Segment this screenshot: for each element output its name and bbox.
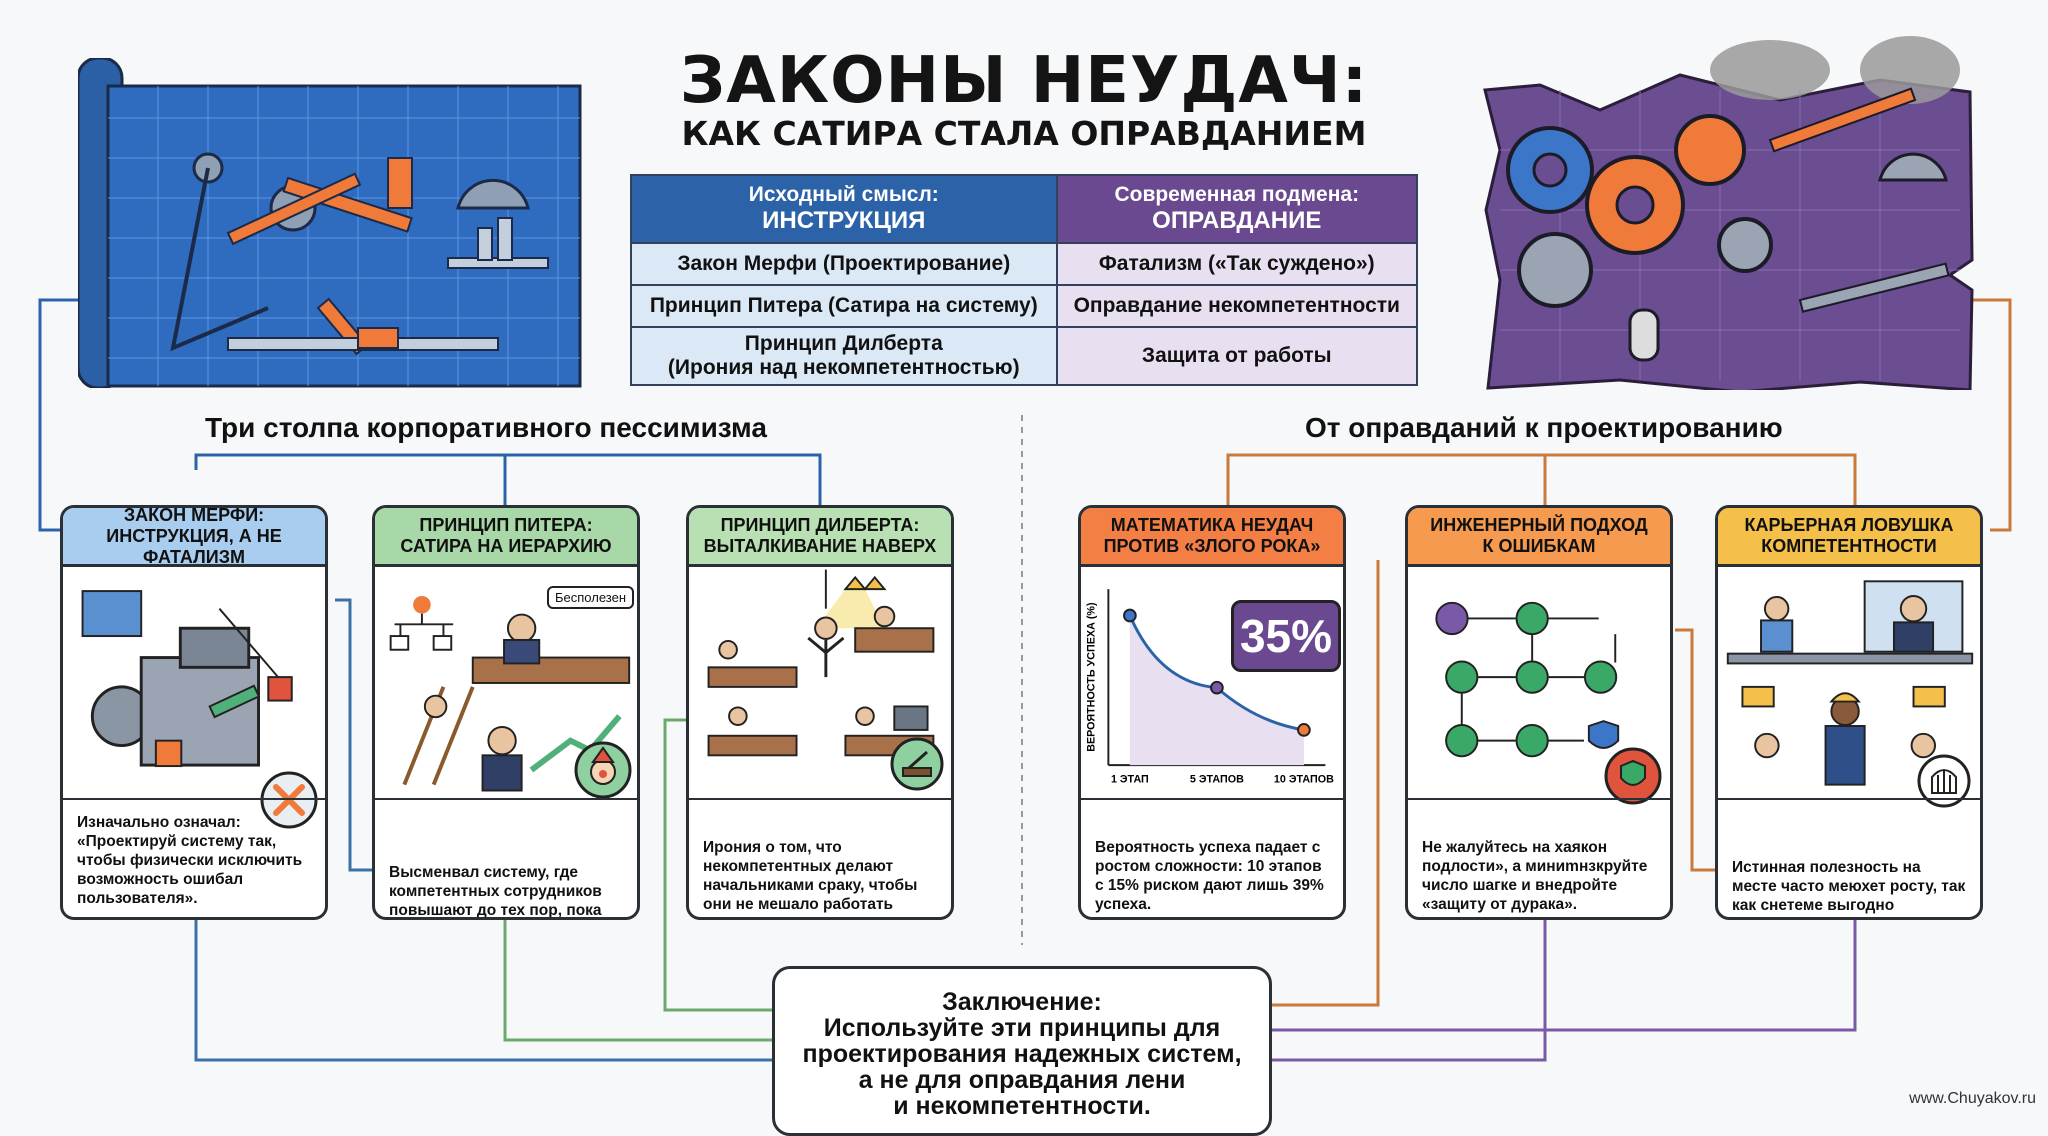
conclusion-text: и некомпетентности.: [893, 1092, 1151, 1120]
card-text: Истинная полезность на месте часто меюхе…: [1732, 859, 1966, 917]
hierarchy-illustration: [389, 595, 631, 792]
card-text: Не жалуйтесь на хаякон подлости», а мини…: [1422, 839, 1648, 913]
card-text: Высменвал систему, где компетентных сотр…: [389, 864, 602, 919]
card-text: Вероятность успеха падает с ростом сложн…: [1095, 839, 1324, 913]
shield-check-icon: [1604, 747, 1662, 805]
page-title: ЗАКОНЫ НЕУДАЧ:: [679, 44, 1369, 118]
success-probability-chart: ВЕРОЯТНОСТЬ УСПЕХА (%) 1 ЭТАП 5 ЭТАПОВ 10 …: [1086, 589, 1334, 786]
conclusion-heading: Заключение:: [942, 988, 1102, 1016]
card-divider: [1081, 798, 1343, 800]
table-cell: Принцип Дилберта(Ирония над некомпетентн…: [630, 326, 1058, 386]
table-cell: Оправдание некомпетентности: [1055, 284, 1419, 328]
clown-icon: [574, 741, 632, 799]
birdcage-icon: [1917, 754, 1971, 808]
chart-point: [1210, 680, 1224, 695]
card-peter: ПРИНЦИП ПИТЕРА:САТИРА НА ИЕРАРХИЮ Беспол…: [372, 505, 640, 920]
card-murphy: ЗАКОН МЕРФИ:ИНСТРУКЦИЯ, А НЕ ФАТАЛИЗМ Из…: [60, 505, 328, 920]
chart-x-tick-label: 10 ЭТАПОВ: [1274, 774, 1334, 786]
card-divider: [63, 798, 325, 800]
speech-bubble: Бесполезен: [547, 586, 634, 609]
table-cell: Принцип Питера (Сатира на систему): [630, 284, 1058, 328]
card-divider: [1718, 798, 1980, 800]
table-cell: Защита от работы: [1055, 326, 1419, 386]
risk-badge: 35%: [1231, 600, 1341, 672]
catapult-icon: [890, 737, 944, 791]
footer-site: www.Chuyakov.ru: [1909, 1090, 2036, 1107]
chart-point: [1123, 608, 1137, 623]
broken-machine-illustration: [1483, 36, 1974, 390]
chart-x-tick-label: 1 ЭТАП: [1111, 774, 1149, 786]
card-header: ПРИНЦИП ПИТЕРА:САТИРА НА ИЕРАРХИЮ: [375, 508, 637, 567]
card-text: Изначально означал: «Проектируй систему …: [77, 814, 303, 907]
conclusion-text: Используйте эти принципы для: [823, 1014, 1221, 1042]
card-divider: [375, 798, 637, 800]
conclusion-text: а не для оправдания лени: [858, 1066, 1186, 1094]
table-cell: Закон Мерфи (Проектирование): [630, 242, 1058, 286]
chart-point: [1297, 723, 1311, 737]
col-original-header: Исходный смысл:ИНСТРУКЦИЯ: [630, 174, 1058, 244]
chart-x-tick-label: 5 ЭТАПОВ: [1190, 774, 1244, 786]
card-divider: [1408, 798, 1670, 800]
conclusion-box: Заключение: Используйте эти принципы для…: [772, 966, 1272, 1136]
conclusion-text: проектирования надежных систем,: [802, 1040, 1242, 1068]
table-cell: Фатализм («Так суждено»): [1055, 242, 1419, 286]
career-trap-illustration: [1726, 580, 1974, 786]
blueprint-illustration: [78, 58, 582, 388]
comparison-table: Исходный смысл:ИНСТРУКЦИЯ Современная по…: [630, 174, 1419, 386]
card-dilbert: ПРИНЦИП ДИЛБЕРТА:ВЫТАЛКИВАНИЕ НАВЕРХ Иро…: [686, 505, 954, 920]
card-header: ПРИНЦИП ДИЛБЕРТА:ВЫТАЛКИВАНИЕ НАВЕРХ: [689, 508, 951, 567]
process-flow-illustration: [1435, 601, 1620, 758]
chart-ylabel: ВЕРОЯТНОСТЬ УСПЕХА (%): [1086, 602, 1098, 752]
card-header: ЗАКОН МЕРФИ:ИНСТРУКЦИЯ, А НЕ ФАТАЛИЗМ: [63, 508, 325, 567]
tools-icon: [260, 771, 318, 829]
section-left-title: Три столпа корпоративного пессимизма: [205, 412, 767, 443]
machine-illustration: [81, 590, 293, 768]
page-subtitle: КАК САТИРА СТАЛА ОПРАВДАНИЕМ: [681, 114, 1367, 153]
col-substitution-header: Современная подмена:ОПРАВДАНИЕ: [1055, 174, 1419, 244]
card-text: Ирония о том, что некомпетентных делают …: [703, 839, 918, 917]
card-divider: [689, 798, 951, 800]
section-right-title: От оправданий к проектированию: [1305, 412, 1783, 443]
